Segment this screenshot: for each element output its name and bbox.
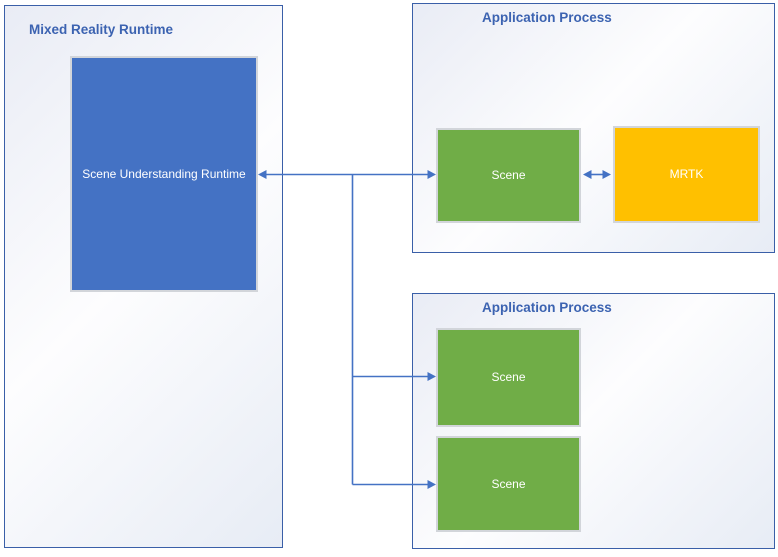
application-process-top-title: Application Process [482,10,612,25]
connector-sur-scene-top-arrow [258,170,436,179]
scene-understanding-runtime-node: Scene Understanding Runtime [70,56,258,292]
scene-node-top-process: Scene [436,128,581,223]
mrtk-node: MRTK [613,126,760,223]
scene-label: Scene [491,168,526,183]
mixed-reality-runtime-title: Mixed Reality Runtime [29,22,174,37]
application-process-bottom-title: Application Process [482,300,612,315]
scene-node-bottom-process-upper: Scene [436,328,581,427]
scene-label: Scene [491,370,526,385]
scene-node-bottom-process-lower: Scene [436,436,581,532]
scene-label: Scene [491,476,526,491]
scene-understanding-runtime-label: Scene Understanding Runtime [82,166,246,181]
mrtk-label: MRTK [669,167,704,182]
